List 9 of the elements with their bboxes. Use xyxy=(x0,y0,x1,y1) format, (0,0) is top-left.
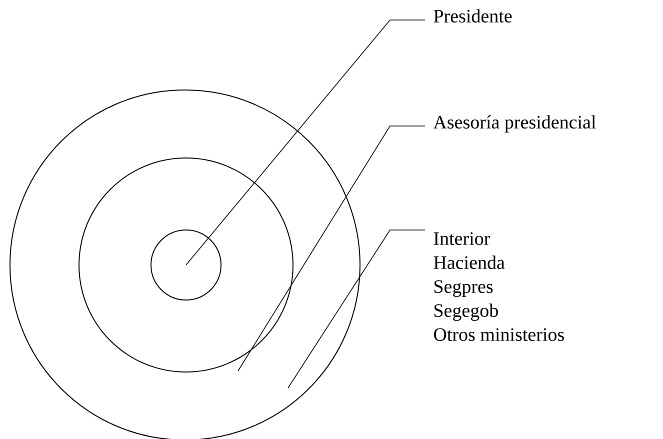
leader-line xyxy=(186,20,426,266)
circle-outline xyxy=(150,230,222,300)
circle-outline xyxy=(10,90,360,439)
circle-outline xyxy=(78,158,294,372)
label-text: Interior Hacienda Segpres Segegob Otros ministerios xyxy=(434,232,564,341)
label-text: Presidente xyxy=(434,9,512,23)
label-text: Asesoría presidencial xyxy=(433,115,596,132)
leader-line xyxy=(238,126,426,372)
leader-line xyxy=(288,230,426,388)
